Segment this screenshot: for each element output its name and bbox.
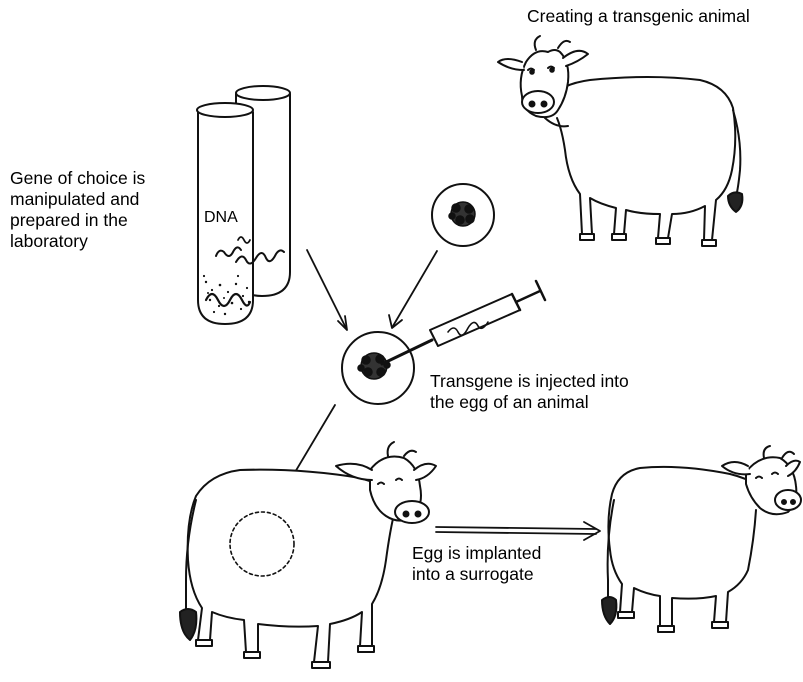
implant-label-line: into a surrogate [412, 564, 541, 585]
dna-tube-label: DNA [204, 207, 238, 228]
diagram-title: Creating a transgenic animal [527, 6, 750, 27]
syringe-plunger [516, 291, 540, 302]
surrogate-cow [180, 442, 436, 668]
injection-label-line: the egg of an animal [430, 392, 629, 413]
offspring-cow [602, 446, 801, 632]
syringe-barrel [430, 294, 520, 346]
implant-label: Egg is implanted into a surrogate [412, 543, 541, 585]
arrows-to-egg [307, 250, 437, 330]
arrow-tube-to-egg [307, 250, 346, 328]
transgenic-cow [498, 36, 742, 246]
arrow-surrogate-to-offspring [436, 522, 600, 540]
gene-label-line: laboratory [10, 231, 145, 252]
injection-label-line: Transgene is injected into [430, 371, 629, 392]
back-tube-rim [236, 86, 290, 100]
injected-egg [342, 332, 414, 404]
gene-preparation-label: Gene of choice is manipulated and prepar… [10, 168, 145, 252]
gene-label-line: Gene of choice is [10, 168, 145, 189]
injection-label: Transgene is injected into the egg of an… [430, 371, 629, 413]
syringe [382, 281, 545, 364]
front-tube-rim [197, 103, 253, 117]
test-tubes [197, 86, 290, 324]
arrow-cell-to-egg [393, 251, 437, 326]
gene-label-line: prepared in the [10, 210, 145, 231]
implant-label-line: Egg is implanted [412, 543, 541, 564]
egg-cell [432, 184, 494, 246]
gene-label-line: manipulated and [10, 189, 145, 210]
